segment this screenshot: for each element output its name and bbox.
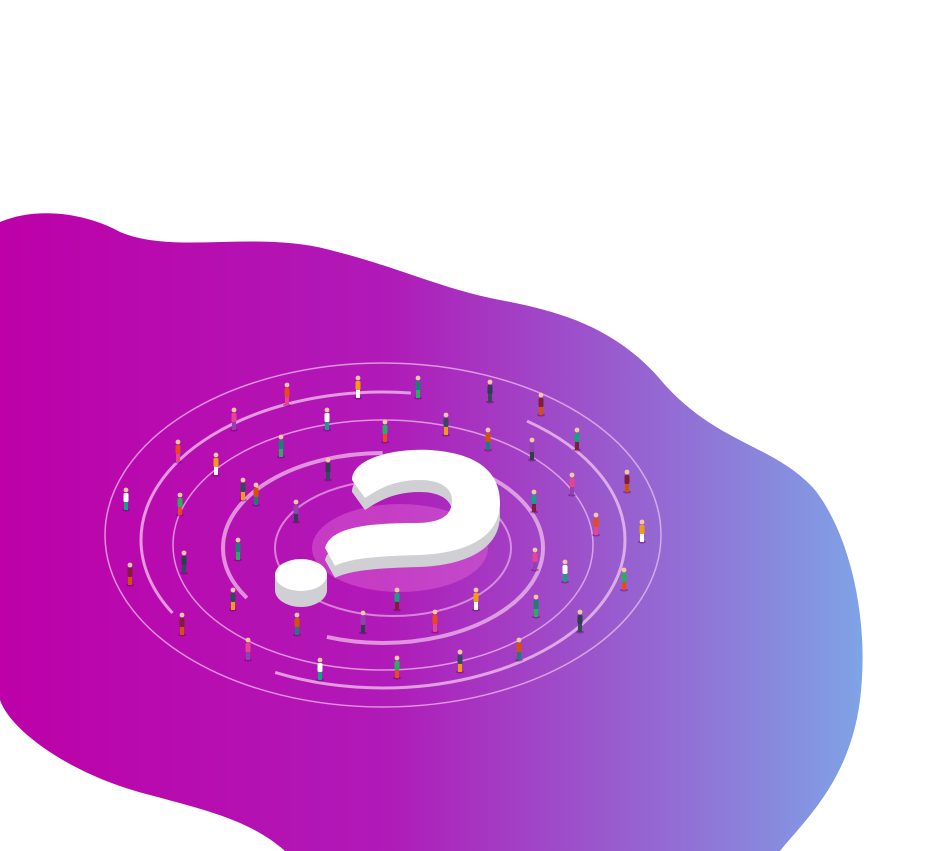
person-figure (537, 392, 545, 417)
person-figure (359, 610, 367, 635)
person-figure (180, 550, 188, 575)
person-figure (431, 609, 439, 634)
person-figure (316, 657, 324, 682)
person-figure (573, 427, 581, 452)
person-figure (178, 612, 186, 637)
person-figure (484, 427, 492, 452)
person-figure (126, 562, 134, 587)
person-figure (620, 567, 628, 592)
question-dot-top (275, 559, 327, 591)
person-figure (381, 419, 389, 444)
person-figure (592, 512, 600, 537)
person-figure (531, 547, 539, 572)
person-figure (576, 609, 584, 634)
person-figure (239, 477, 247, 502)
person-figure (638, 519, 646, 544)
person-figure (283, 382, 291, 407)
person-figure (528, 437, 536, 462)
person-figure (442, 412, 450, 437)
crowd (122, 375, 646, 682)
person-figure (486, 379, 494, 404)
question-mark (275, 449, 500, 607)
person-figure (230, 407, 238, 432)
person-figure (244, 637, 252, 662)
ring-outer (104, 362, 662, 708)
person-figure (176, 492, 184, 517)
person-figure (568, 472, 576, 497)
person-figure (456, 649, 464, 674)
person-figure (174, 439, 182, 464)
person-figure (277, 434, 285, 459)
person-figure (323, 407, 331, 432)
ring-3 (172, 419, 594, 671)
person-figure (293, 612, 301, 637)
person-figure (234, 537, 242, 562)
person-figure (252, 482, 260, 507)
person-figure (532, 594, 540, 619)
person-figure (561, 559, 569, 584)
person-figure (229, 587, 237, 612)
person-figure (122, 487, 130, 512)
person-figure (324, 457, 332, 482)
person-figure (530, 489, 538, 514)
ring-2 (139, 390, 627, 690)
person-figure (472, 587, 480, 612)
person-figure (393, 587, 401, 612)
question-mark-top (325, 449, 500, 566)
person-figure (292, 499, 300, 524)
person-figure (623, 469, 631, 494)
person-figure (414, 375, 422, 400)
person-figure (393, 655, 401, 680)
person-figure (354, 375, 362, 400)
person-figure (515, 637, 523, 662)
ring-4 (221, 451, 545, 645)
person-figure (212, 452, 220, 477)
